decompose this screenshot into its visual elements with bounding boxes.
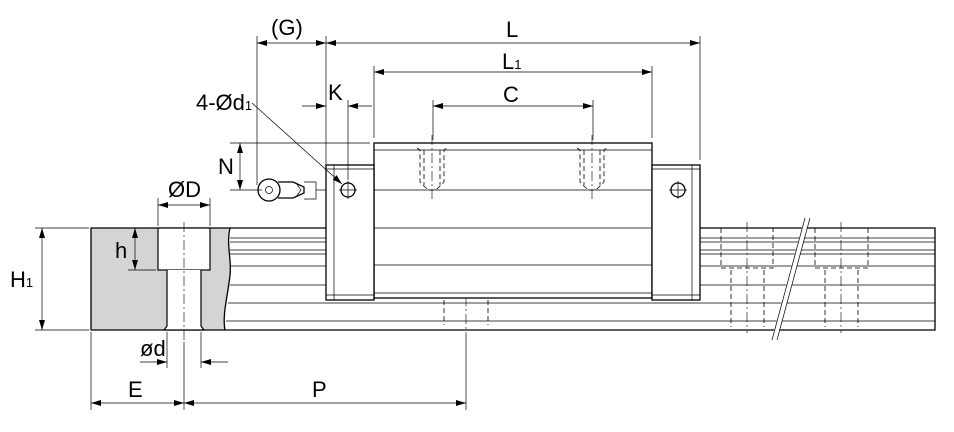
dimensions <box>35 36 701 410</box>
tapped-holes <box>416 135 608 200</box>
label-h1-main: H <box>10 267 26 292</box>
grease-nipple <box>257 178 326 202</box>
label-c: C <box>503 82 519 107</box>
label-k: K <box>328 80 343 105</box>
label-d1-main: 4-Ød <box>196 90 245 115</box>
label-l: L <box>506 17 518 42</box>
label-h1: H1 <box>10 267 33 292</box>
label-d-bore: ØD <box>168 177 201 202</box>
label-n: N <box>218 154 234 179</box>
label-l1-sub: 1 <box>514 57 521 72</box>
mounting-hole-icon <box>339 181 687 199</box>
label-h: h <box>115 238 127 263</box>
label-d1-sub: 1 <box>245 98 252 113</box>
carriage-block <box>325 135 701 301</box>
break-lines <box>771 217 811 341</box>
end-plate-right <box>651 164 701 301</box>
label-g: (G) <box>271 15 303 40</box>
label-d-hole: ød <box>140 336 166 361</box>
end-plate-left <box>325 164 375 301</box>
label-h1-sub: 1 <box>26 275 33 290</box>
label-e: E <box>128 377 143 402</box>
label-4-d1: 4-Ød1 <box>196 90 252 115</box>
label-p: P <box>312 377 327 402</box>
hidden-rail-holes <box>443 222 869 335</box>
label-l1-main: L <box>502 49 514 74</box>
label-l1: L1 <box>502 49 521 74</box>
